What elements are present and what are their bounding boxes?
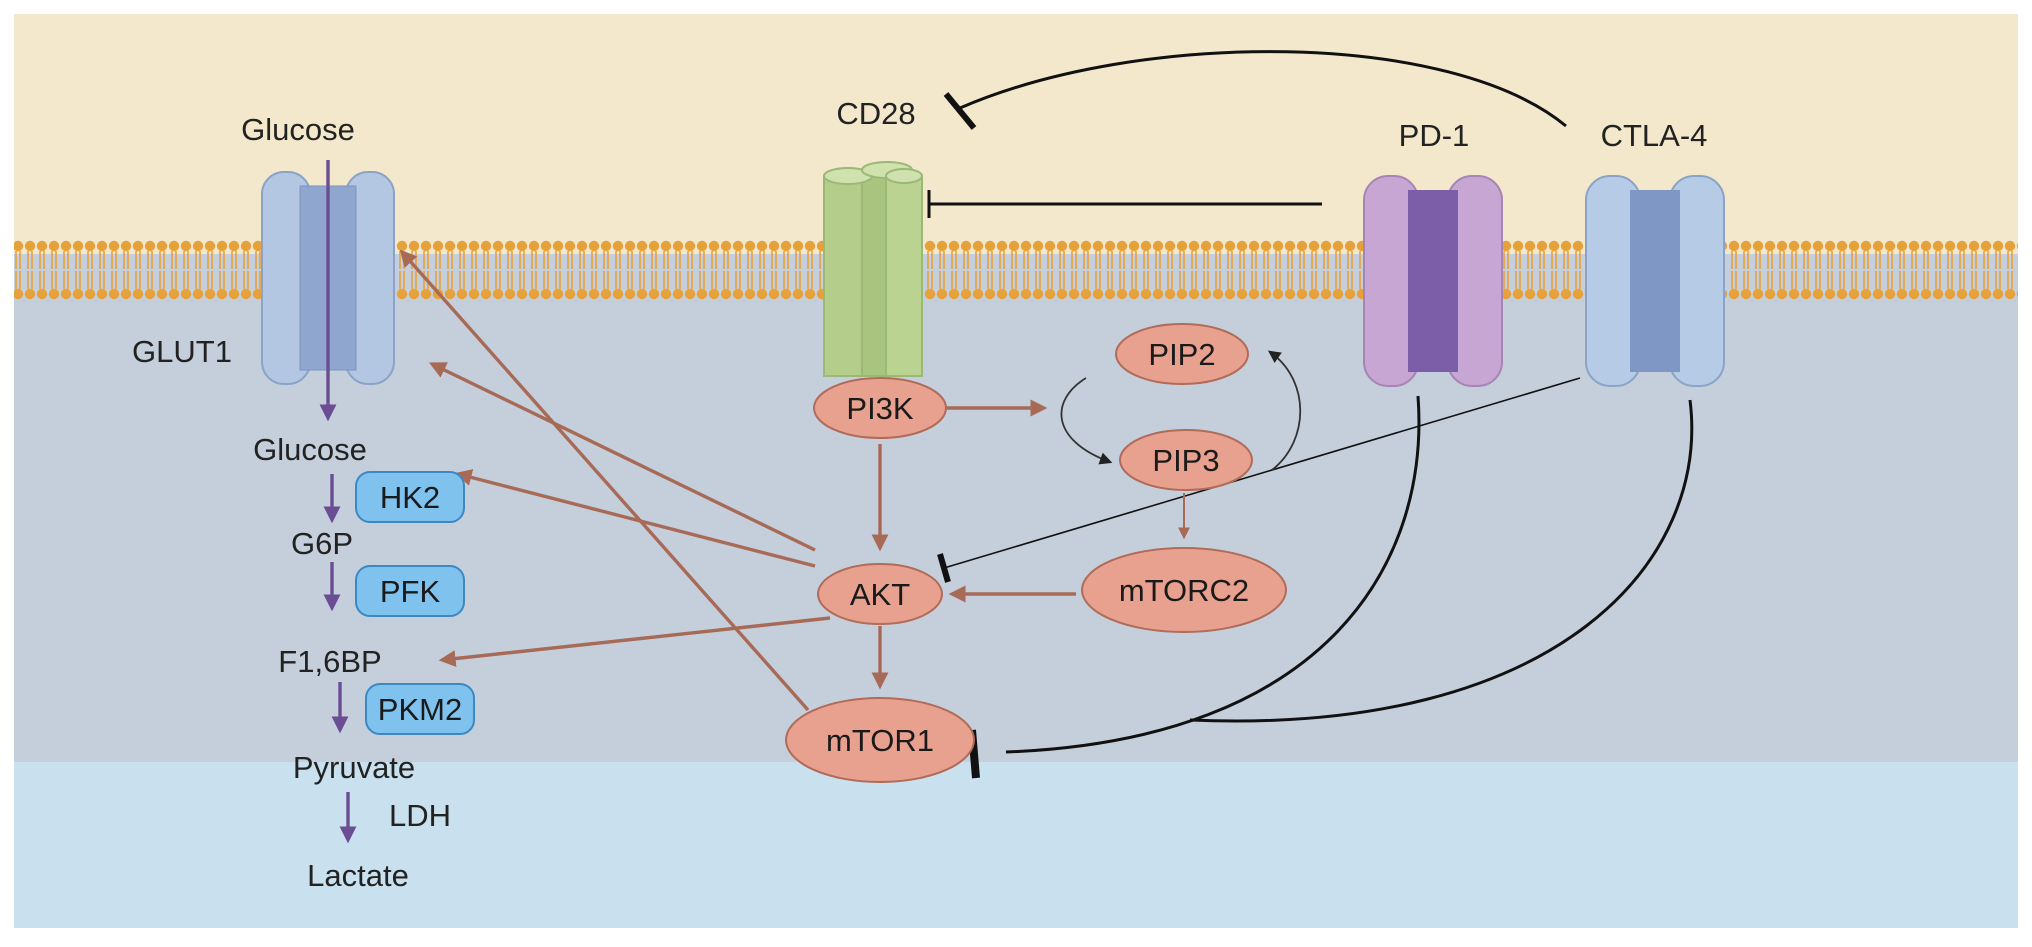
pip-cycle (1060, 350, 1302, 471)
glucose-extracellular-label: Glucose (241, 112, 355, 147)
g6p-label: G6P (291, 526, 353, 561)
lower-region (14, 762, 2018, 928)
cd28-receptor (823, 161, 923, 377)
glucose-intracellular-label: Glucose (253, 432, 367, 467)
pd1-receptor (1363, 175, 1503, 387)
enzyme-pkm2-label: PKM2 (378, 692, 462, 727)
enzyme-hk2: HK2 (355, 471, 465, 523)
node-mtor1: mTOR1 (785, 697, 975, 783)
node-mtor1-label: mTOR1 (826, 723, 934, 758)
glut1-label: GLUT1 (132, 334, 232, 369)
node-akt: AKT (817, 563, 943, 625)
lactate-label: Lactate (307, 858, 409, 893)
ldh-label: LDH (389, 798, 451, 833)
node-akt-label: AKT (850, 577, 910, 612)
pd1-label: PD-1 (1399, 118, 1470, 153)
node-pip3-label: PIP3 (1152, 443, 1219, 478)
enzyme-hk2-label: HK2 (380, 480, 440, 515)
node-pi3k: PI3K (813, 377, 947, 439)
akt-inhibition-bar (937, 553, 951, 583)
ctla4-receptor (1585, 175, 1725, 387)
cd28-label: CD28 (836, 96, 915, 131)
node-pi3k-label: PI3K (846, 391, 914, 426)
node-pip2: PIP2 (1115, 323, 1249, 385)
enzyme-pkm2: PKM2 (365, 683, 475, 735)
node-pip2-label: PIP2 (1148, 337, 1215, 372)
enzyme-pfk-label: PFK (380, 574, 441, 609)
pd1-inhibits-mtor1-arc (1005, 395, 1421, 754)
node-mtorc2: mTORC2 (1081, 547, 1287, 633)
ctla4-label: CTLA-4 (1601, 118, 1708, 153)
cd28-inhibition-bar (943, 92, 977, 130)
node-pip3: PIP3 (1119, 429, 1253, 491)
activation-arrows (399, 249, 1190, 712)
ctla4-inhibits-akt-line (943, 377, 1581, 569)
inhibition-lines (927, 50, 1694, 779)
enzyme-pfk: PFK (355, 565, 465, 617)
node-mtorc2-label: mTORC2 (1119, 573, 1249, 608)
pyruvate-label: Pyruvate (293, 750, 415, 785)
ctla4-inhibits-cd28-arc (959, 50, 1567, 128)
f16bp-label: F1,6BP (278, 644, 381, 679)
ctla4-inhibits-mtor1-arc (1189, 399, 1694, 723)
glycolysis-arrows (319, 160, 357, 844)
